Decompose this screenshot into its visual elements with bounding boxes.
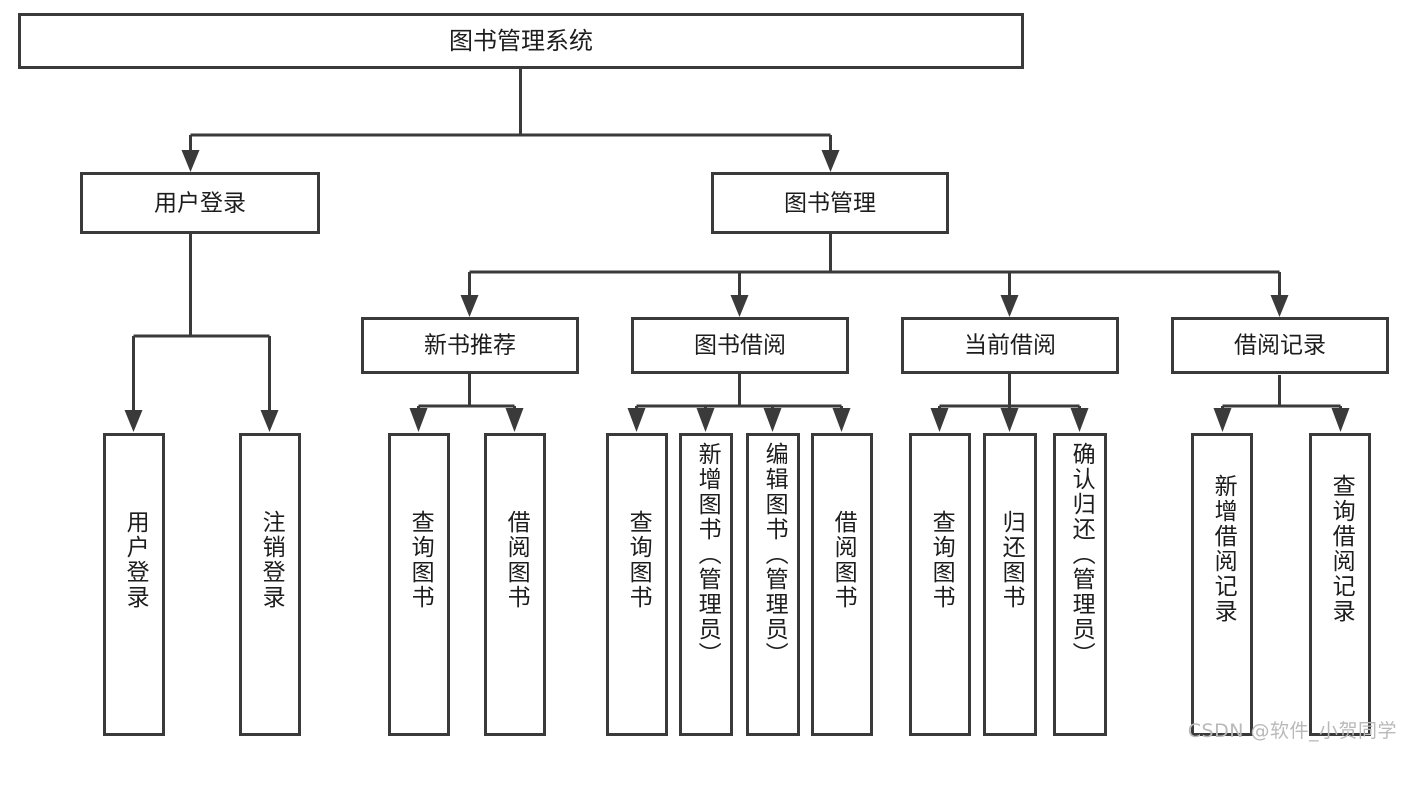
node-current-borrow[interactable]: 当前借阅 xyxy=(901,317,1119,374)
arrowhead-leaf-query-book-2 xyxy=(627,408,646,432)
node-leaf-user-login-box[interactable] xyxy=(103,433,165,736)
node-leaf-logout-box[interactable] xyxy=(239,433,301,736)
node-leaf-query-book-2-box[interactable] xyxy=(606,433,668,736)
node-book-borrow-box[interactable] xyxy=(631,317,849,374)
node-user-login[interactable]: 用户登录 xyxy=(80,172,320,234)
node-leaf-return-book-box[interactable] xyxy=(983,433,1037,736)
node-new-book-rec-box[interactable] xyxy=(361,317,579,374)
node-root-box[interactable] xyxy=(18,13,1024,69)
connector-group-new-book-rec xyxy=(409,373,524,432)
arrowhead-leaf-add-book xyxy=(696,408,715,432)
node-leaf-query-record-box[interactable] xyxy=(1309,433,1371,736)
arrowhead-leaf-return-book xyxy=(1000,408,1019,432)
node-user-login-box[interactable] xyxy=(80,172,320,234)
node-book-borrow[interactable]: 图书借阅 xyxy=(631,317,849,374)
connector-group-book-borrow xyxy=(627,373,851,432)
node-book-manage-box[interactable] xyxy=(711,172,949,234)
node-leaf-borrow-book-1-box[interactable] xyxy=(484,433,546,736)
node-book-manage-label: 图书管理 xyxy=(784,191,876,217)
node-leaf-add-record-box[interactable] xyxy=(1191,433,1253,736)
arrowhead-leaf-borrow-book-2 xyxy=(832,408,851,432)
arrowhead-leaf-add-record xyxy=(1213,408,1232,432)
node-borrow-record-box[interactable] xyxy=(1171,317,1389,374)
arrowhead-book-manage xyxy=(821,150,840,172)
node-new-book-rec[interactable]: 新书推荐 xyxy=(361,317,579,374)
arrowhead-leaf-query-book-1 xyxy=(409,408,428,432)
arrowhead-current-borrow xyxy=(1000,295,1019,317)
node-borrow-record[interactable]: 借阅记录 xyxy=(1171,317,1389,374)
connector-group-book-manage xyxy=(460,233,1289,317)
arrowhead-leaf-borrow-book-1 xyxy=(505,408,524,432)
arrowhead-user-login xyxy=(181,150,200,172)
connector-group-current-borrow xyxy=(930,373,1089,432)
node-root-label: 图书管理系统 xyxy=(449,27,593,55)
node-leaf-confirm-return-box[interactable] xyxy=(1053,433,1107,736)
node-book-borrow-label: 图书借阅 xyxy=(694,333,786,359)
node-leaf-add-book-box[interactable] xyxy=(679,433,733,736)
leaf-box-group xyxy=(103,433,1371,736)
diagram-canvas: 图书管理系统 用户登录 图书管理 新书推荐 图书借阅 当前借阅 借阅记录 xyxy=(18,13,1389,736)
connector-group-borrow-record xyxy=(1213,375,1350,432)
node-current-borrow-label: 当前借阅 xyxy=(964,333,1056,359)
functional-structure-diagram: 图书管理系统 用户登录 图书管理 新书推荐 图书借阅 当前借阅 借阅记录 xyxy=(18,13,1397,742)
arrowhead-new-book-rec xyxy=(460,295,479,317)
arrowhead-borrow-record xyxy=(1270,295,1289,317)
arrowhead-leaf-query-book-3 xyxy=(930,408,949,432)
arrowhead-leaf-query-record xyxy=(1331,408,1350,432)
node-leaf-query-book-3-box[interactable] xyxy=(909,433,971,736)
arrowhead-leaf-confirm-return xyxy=(1070,408,1089,432)
arrowhead-leaf-user-login xyxy=(124,410,143,432)
node-borrow-record-label: 借阅记录 xyxy=(1234,333,1326,359)
arrowhead-book-borrow xyxy=(730,295,749,317)
node-user-login-label: 用户登录 xyxy=(154,191,246,217)
arrowhead-leaf-logout xyxy=(260,410,279,432)
connector-group-user-login xyxy=(124,233,279,432)
node-leaf-borrow-book-2-box[interactable] xyxy=(811,433,873,736)
node-leaf-edit-book-box[interactable] xyxy=(746,433,800,736)
node-current-borrow-box[interactable] xyxy=(901,317,1119,374)
csdn-watermark: CSDN @软件_小贺同学 xyxy=(1187,720,1397,742)
connector-group-root xyxy=(181,68,840,172)
node-book-manage[interactable]: 图书管理 xyxy=(711,172,949,234)
arrowhead-leaf-edit-book xyxy=(763,408,782,432)
node-new-book-rec-label: 新书推荐 xyxy=(424,333,516,359)
node-root[interactable]: 图书管理系统 xyxy=(18,13,1024,69)
node-leaf-query-book-1-box[interactable] xyxy=(388,433,450,736)
